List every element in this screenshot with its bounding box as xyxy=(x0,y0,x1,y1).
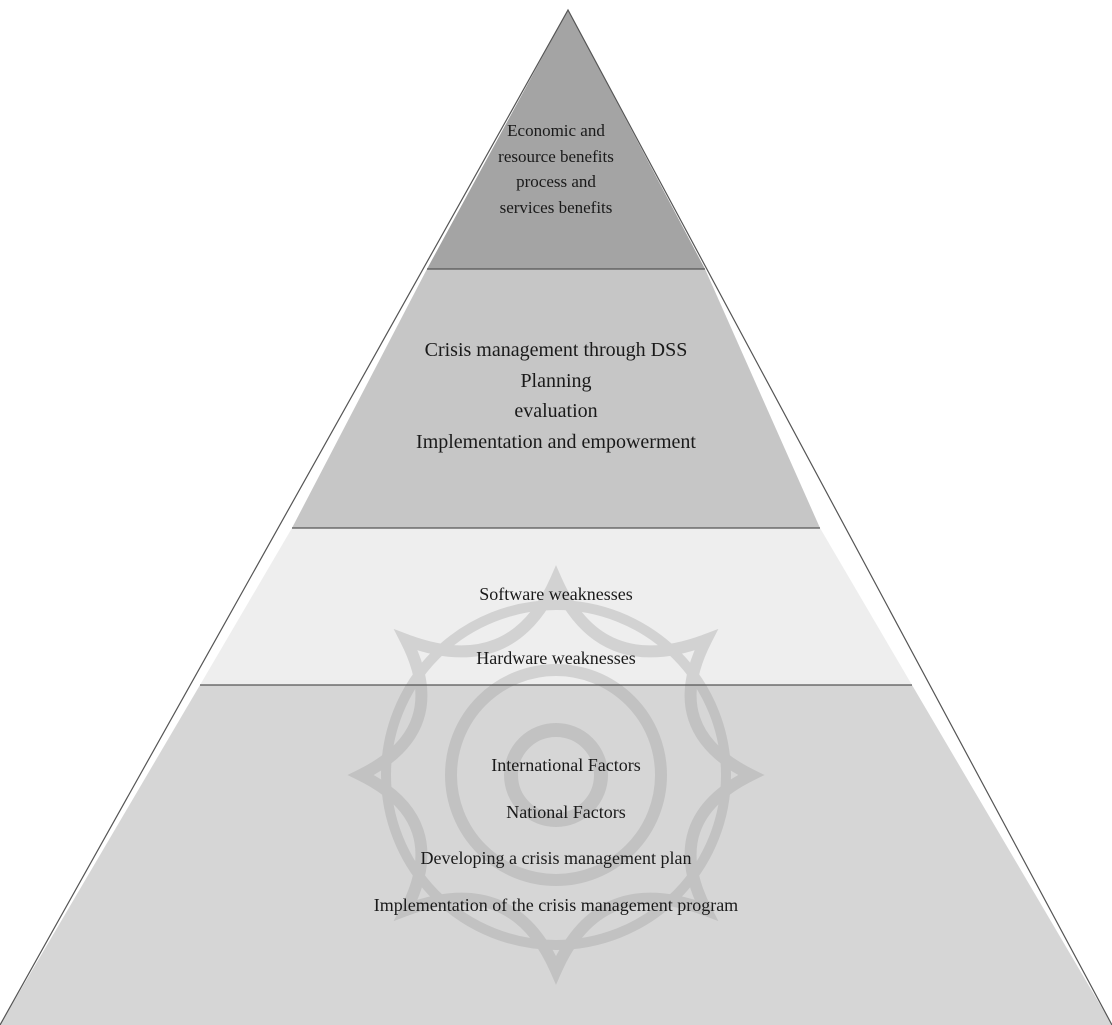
pyramid-tier-2 xyxy=(292,269,820,528)
tier-1-line: services benefits xyxy=(499,197,613,217)
watermark-emblem xyxy=(347,565,765,985)
tier-2-text: Crisis management through DSS Planning e… xyxy=(356,335,756,457)
pyramid-tier-3 xyxy=(200,528,912,685)
pyramid-tier-4 xyxy=(0,685,1112,1025)
tier-2-line: Implementation and empowerment xyxy=(416,430,696,453)
tier-1-line: process and xyxy=(516,172,596,191)
tier-4-line: International Factors xyxy=(491,755,641,775)
tier-dividers xyxy=(200,268,912,686)
tier-1-text: Economic and resource benefits process a… xyxy=(406,118,706,220)
tier-4-line: Developing a crisis management plan xyxy=(420,848,692,868)
tier-1-line: Economic and xyxy=(507,121,605,140)
tier-1-line: resource benefits xyxy=(498,146,614,166)
tier-3-line: Hardware weaknesses xyxy=(476,648,636,668)
tier-4-line: Implementation of the crisis management … xyxy=(373,894,739,915)
tier-2-line: evaluation xyxy=(514,400,598,422)
pyramid-outline xyxy=(0,8,1112,1025)
tier-3-text: Software weaknesses Hardware weaknesses xyxy=(406,562,706,690)
tier-4-text: International Factors National Factors D… xyxy=(256,742,856,928)
tier-4-line: National Factors xyxy=(506,801,626,822)
tier-2-line: Crisis management through DSS xyxy=(424,339,688,361)
tier-2-line: Planning xyxy=(520,369,592,392)
tier-3-line: Software weaknesses xyxy=(479,584,633,604)
pyramid-tier-1 xyxy=(427,10,705,269)
